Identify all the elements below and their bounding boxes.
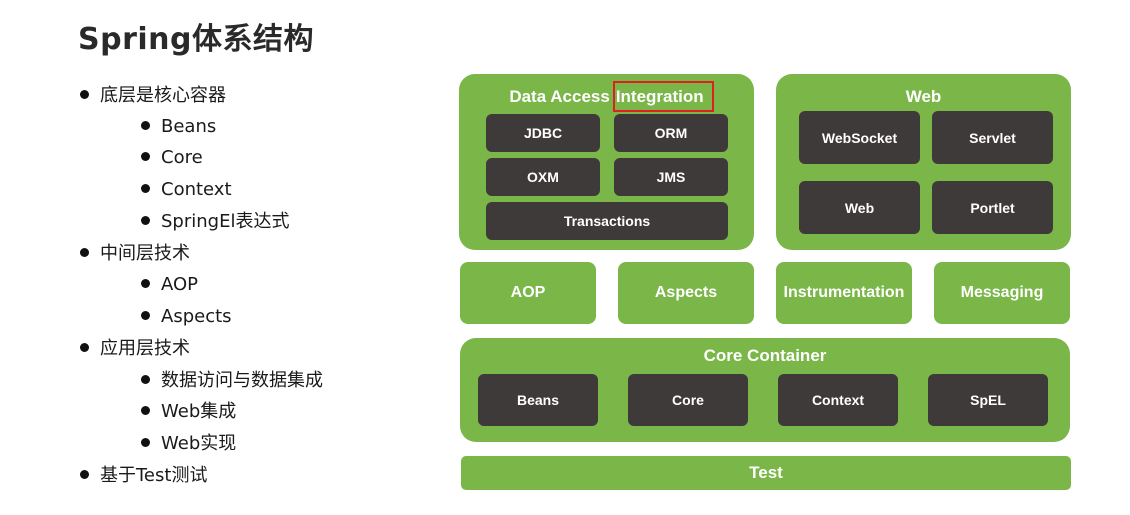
bullet-icon: [80, 247, 89, 257]
list-item: 数据访问与数据集成: [141, 370, 323, 392]
module-spel: SpEL: [928, 374, 1048, 426]
list-item: 中间层技术: [80, 243, 190, 265]
bullet-icon: [80, 89, 89, 99]
list-item: 基于Test测试: [80, 465, 207, 487]
list-item: Aspects: [141, 306, 232, 328]
bullet-icon: [141, 278, 150, 288]
list-item: Context: [141, 179, 232, 201]
module-beans: Beans: [478, 374, 598, 426]
integration-highlight-box: [613, 81, 714, 112]
test-group: Test: [461, 456, 1071, 490]
bullet-icon: [80, 469, 89, 479]
bullet-icon: [141, 120, 150, 130]
module-websocket: WebSocket: [799, 111, 920, 164]
module-messaging: Messaging: [934, 262, 1070, 324]
core-container-title: Core Container: [703, 346, 827, 365]
bullet-icon: [141, 183, 150, 193]
page-title: Spring体系结构: [78, 22, 314, 57]
list-item: AOP: [141, 274, 198, 296]
list-item: 底层是核心容器: [80, 85, 226, 107]
bullet-icon: [80, 342, 89, 352]
list-item: SpringEl表达式: [141, 211, 289, 233]
bullet-icon: [141, 374, 150, 384]
bullet-icon: [141, 437, 150, 447]
module-transactions: Transactions: [486, 202, 728, 240]
module-web: Web: [799, 181, 920, 234]
module-core: Core: [628, 374, 748, 426]
module-orm: ORM: [614, 114, 728, 152]
list-item: Core: [141, 147, 203, 169]
integration-label: Integration: [615, 87, 704, 106]
list-item: Beans: [141, 116, 216, 138]
module-jms: JMS: [614, 158, 728, 196]
list-item: Web实现: [141, 433, 236, 455]
module-portlet: Portlet: [932, 181, 1053, 234]
bullet-icon: [141, 215, 150, 225]
bullet-icon: [141, 151, 150, 161]
web-group: Web WebSocket Servlet Web Portlet: [776, 74, 1071, 250]
core-container-group: Core Container Beans Core Context SpEL: [460, 338, 1070, 442]
bullet-icon: [141, 310, 150, 320]
module-context: Context: [778, 374, 898, 426]
module-aop: AOP: [460, 262, 596, 324]
module-instrumentation: Instrumentation: [776, 262, 912, 324]
module-servlet: Servlet: [932, 111, 1053, 164]
module-jdbc: JDBC: [486, 114, 600, 152]
module-oxm: OXM: [486, 158, 600, 196]
bullet-icon: [141, 405, 150, 415]
list-item: 应用层技术: [80, 338, 190, 360]
module-aspects: Aspects: [618, 262, 754, 324]
list-item: Web集成: [141, 401, 236, 423]
web-title: Web: [905, 87, 942, 106]
